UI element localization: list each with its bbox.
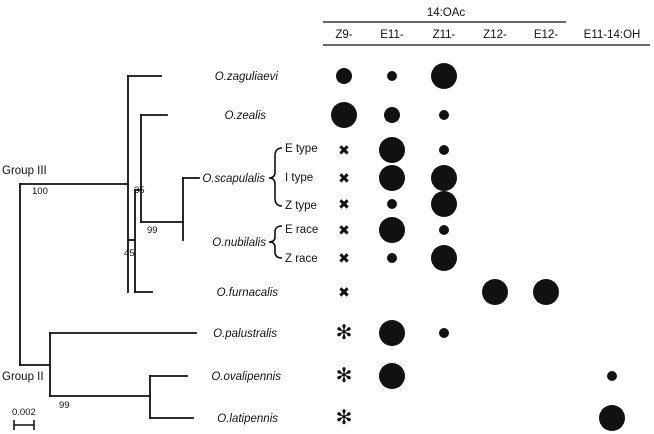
node-support-45: 45 [124,248,135,259]
scapulalis-brace [268,147,283,207]
cell-4-1-dot-small [387,199,397,209]
species-label-zaguliaevi: O.zaguliaevi [215,71,279,83]
cell-1-2-dot-small [439,110,449,120]
pheromone-matrix: ✖ ✖ ✖ ✖ ✖ ✖ ✻ ✻ ✻ [331,63,625,431]
cell-6-2-dot-large [431,245,457,271]
subgroup-label-e-type: E type [285,143,318,155]
cell-3-1-dot-large [379,165,405,191]
species-label-nubilalis: O.nubilalis [212,237,266,249]
table-header: 14:OAc Z9- E11- Z11- Z12- E12- E11-14:OH [323,7,650,46]
column-header-e11: E11- [380,29,404,41]
cell-8-0-asterisk-icon: ✻ [336,322,353,344]
species-label-ovalipennis: O.ovalipennis [211,371,281,383]
subgroup-label-e-race: E race [285,224,318,236]
cell-10-0-asterisk-icon: ✻ [336,407,353,429]
column-header-z12: Z12- [483,29,507,41]
cell-1-0-dot-large [331,102,357,128]
cell-2-1-dot-large [379,137,405,163]
column-header-e11-14-oh: E11-14:OH [584,29,641,41]
cell-5-1-dot-large [379,217,405,243]
cell-7-3-dot-large [482,279,508,305]
node-support-99: 99 [147,225,158,236]
cell-9-5-dot-small [607,371,617,381]
column-header-z11: Z11- [433,29,456,41]
node-support-35: 35 [134,185,145,196]
species-label-palustralis: O.palustralis [213,328,277,340]
cell-0-2-dot-large [431,63,457,89]
header-group-label: 14:OAc [427,7,466,19]
scale-bar-label: 0.002 [12,407,36,418]
cell-8-2-dot-small [439,328,449,338]
cell-7-4-dot-large [533,279,559,305]
cell-4-2-dot-large [431,191,457,217]
node-support-99-group-ii: 99 [59,400,70,411]
cell-7-0-cross-icon: ✖ [338,284,350,300]
subgroup-label-i-type: I type [285,172,313,184]
species-label-furnacalis: O.furnacalis [217,287,279,299]
species-label-zealis: O.zealis [224,110,266,122]
column-header-z9: Z9- [335,29,352,41]
cell-10-5-dot-large [599,405,625,431]
species-label-latipennis: O.latipennis [217,413,278,425]
cell-6-0-cross-icon: ✖ [338,250,350,266]
cell-1-1-dot-medium [384,107,400,123]
cell-0-1-dot-small [387,71,397,81]
node-support-100: 100 [32,186,48,197]
cell-6-1-dot-small [387,253,397,263]
scale-bar: 0.002 [12,407,36,430]
species-label-scapulalis: O.scapulalis [202,173,265,185]
cell-0-0-dot-medium [336,68,352,84]
cell-5-2-dot-small [439,225,449,235]
subgroup-label-z-type: Z type [285,200,317,212]
cell-3-2-dot-large [431,165,457,191]
cell-9-0-asterisk-icon: ✻ [336,365,353,387]
cell-4-0-cross-icon: ✖ [338,196,350,212]
cell-8-1-dot-large [379,320,405,346]
column-header-e12: E12- [534,29,558,41]
cell-9-1-dot-large [379,363,405,389]
cell-5-0-cross-icon: ✖ [338,222,350,238]
cell-2-2-dot-small [439,145,449,155]
cell-3-0-cross-icon: ✖ [338,170,350,186]
cell-2-0-cross-icon: ✖ [338,142,350,158]
subgroup-label-z-race: Z race [285,253,318,265]
group-iii-label: Group III [2,165,47,177]
group-ii-label: Group II [2,371,44,383]
nubilalis-brace [268,225,283,259]
phylogenetic-tree [19,75,200,419]
